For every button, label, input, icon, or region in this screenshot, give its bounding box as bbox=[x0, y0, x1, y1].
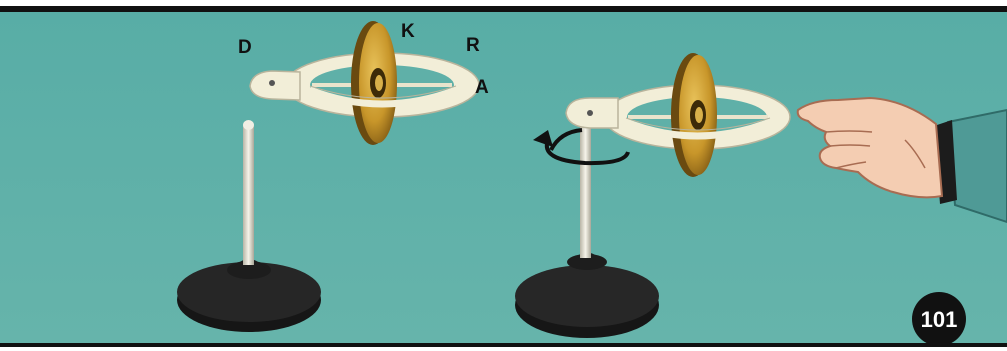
bottom-frame-line bbox=[0, 343, 1007, 347]
label-k: K bbox=[401, 21, 415, 42]
label-d: D bbox=[238, 37, 252, 58]
label-a: A bbox=[475, 77, 489, 98]
left-gyroscope-arm bbox=[250, 71, 300, 100]
right-stand-stem bbox=[580, 120, 591, 258]
left-stand-stem bbox=[243, 125, 254, 265]
top-frame-line bbox=[0, 6, 1007, 12]
sleeve bbox=[948, 110, 1007, 222]
page-number-badge: 101 bbox=[912, 292, 966, 346]
background-panel bbox=[0, 10, 1007, 345]
label-r: R bbox=[466, 35, 480, 56]
page-number: 101 bbox=[921, 307, 958, 332]
